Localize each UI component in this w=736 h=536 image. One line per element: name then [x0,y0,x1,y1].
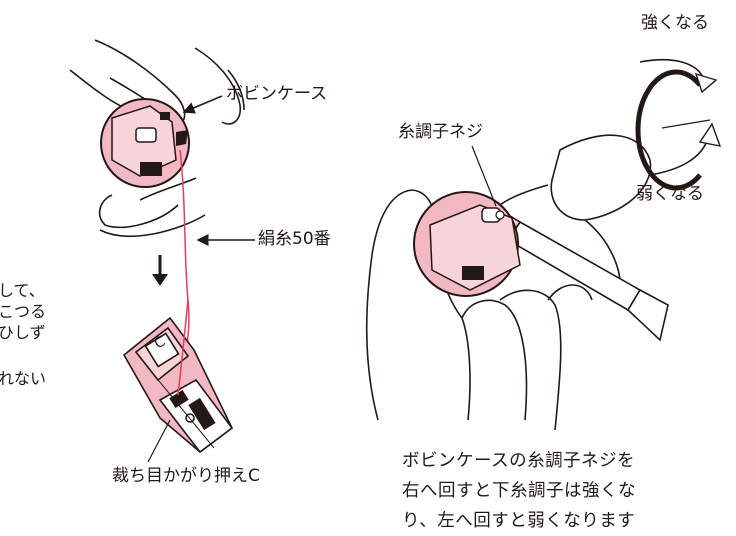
weaker-label: 弱くなる [636,184,704,204]
thread-on-foot [177,299,189,396]
screwdriver [491,208,669,342]
caption-line-1: ボビンケースの糸調子ネジを [402,451,636,471]
illustration [69,39,722,463]
cut-text-2: こつる [0,302,47,321]
tension-screw-leader [471,145,497,207]
bobbin-case-right [413,191,521,297]
stronger-label: 強くなる [641,13,709,33]
caption-line-2: 右へ回すと下糸調子は強くな [402,481,636,501]
cut-text-4: れない [0,369,47,388]
counterclockwise-arrow-icon [649,122,722,176]
clockwise-arrow-icon [639,58,718,94]
down-arrow-icon [152,255,168,286]
rotation-dial-icon [635,69,711,191]
bobbin-case-leader [182,95,223,114]
cut-text-1: して、 [0,281,45,300]
right-hand [365,134,652,431]
silk-thread-label: 絹糸50番 [258,229,331,249]
presser-foot-label: 裁ち目かがり押えC [112,466,260,486]
tension-screw-label: 糸調子ネジ [398,122,483,142]
presser-foot-leader [147,419,171,463]
bobbin-case-label: ボビンケース [226,84,328,104]
bobbin-case-left [100,98,190,188]
cut-text-3: ひしず [0,323,46,342]
caption: ボビンケースの糸調子ネジを 右へ回すと下糸調子は強くな り、左へ回すと弱くなりま… [402,446,636,536]
presser-foot-c [122,316,234,454]
caption-line-3: り、左へ回すと弱くなります [402,511,636,531]
